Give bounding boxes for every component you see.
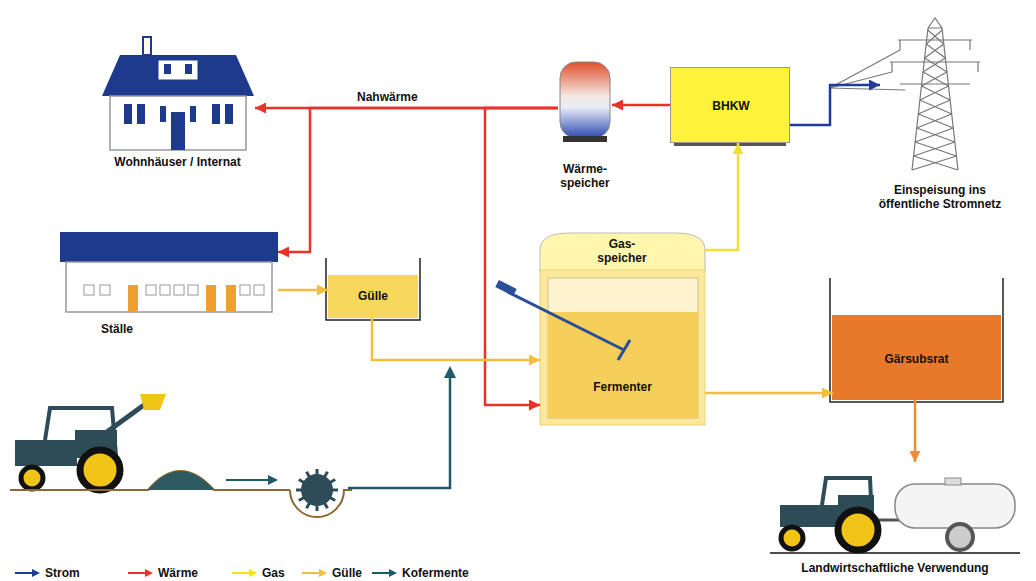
- fermenter-vessel: [540, 233, 705, 425]
- flow-connector: [705, 143, 738, 250]
- node-label: Wärme- speicher: [553, 162, 617, 190]
- pylon-brace: [921, 86, 950, 100]
- pylon-brace: [925, 44, 944, 58]
- gas-storage-dome: Gas- speicher: [540, 233, 705, 270]
- flow-connector: [790, 85, 880, 125]
- house-node: Wohnhäuser / Internat: [100, 35, 255, 150]
- pylon-brace: [918, 114, 953, 128]
- legend-item: Gülle: [302, 566, 362, 580]
- stirrer: [495, 280, 630, 360]
- power-pylon: [830, 18, 980, 170]
- shredder-tooth: [329, 497, 335, 501]
- digestate-tank-box: Gärsubsrat: [833, 280, 1000, 400]
- legend: Strom Wärme Gas Gülle Kofermente: [0, 566, 1036, 581]
- flow-connector: [705, 392, 833, 395]
- shredder-tooth: [331, 489, 338, 492]
- shredder-tooth: [329, 480, 335, 484]
- legend-label: Gülle: [332, 566, 362, 580]
- heat-storage-node: Wärme- speicher: [558, 62, 612, 142]
- house-illustration: [102, 37, 254, 150]
- pylon-brace: [923, 72, 948, 86]
- shredder-tooth: [299, 480, 305, 484]
- text-block: Wärme- speicher: [553, 162, 617, 190]
- text-block: Gärsubsrat: [833, 352, 1000, 366]
- ground-pile-shredder: [10, 366, 456, 517]
- shredder-tooth: [296, 489, 303, 492]
- shredder-tooth: [324, 502, 328, 508]
- shredder-tooth: [316, 469, 319, 476]
- shredder-tooth: [307, 502, 311, 508]
- legend-item: Wärme: [128, 566, 198, 580]
- shredder-tooth: [307, 472, 311, 478]
- node-label: BHKW: [671, 99, 791, 113]
- slurry-tank: [326, 258, 420, 320]
- chp-box: BHKW: [670, 67, 790, 143]
- pylon-brace: [928, 30, 944, 44]
- pylon-brace: [914, 156, 958, 170]
- front-loader-tractor: [15, 394, 166, 490]
- node-label: Gärsubsrat: [833, 352, 1000, 366]
- shredder-tooth: [324, 472, 328, 478]
- pylon-brace: [923, 58, 945, 72]
- flow-connector: [278, 289, 328, 292]
- pylon-brace: [915, 142, 956, 156]
- grid-feed-node: Einspeisung ins öffentliche Stromnetz: [880, 15, 1000, 175]
- legend-swatch: [372, 568, 398, 578]
- slurry-tank-box: Gülle: [328, 262, 418, 318]
- text-block: BHKW: [671, 99, 791, 113]
- legend-swatch: [15, 568, 41, 578]
- legend-swatch: [128, 568, 154, 578]
- heat-storage-tank: [560, 62, 610, 142]
- barn-node: Ställe: [60, 232, 278, 315]
- node-label: Gülle: [328, 289, 418, 303]
- pylon-brace: [926, 44, 945, 58]
- legend-item: Gas: [232, 566, 285, 580]
- pylon-brace: [917, 128, 955, 142]
- text-block: Gülle: [328, 289, 418, 303]
- flow-connector: [612, 104, 670, 107]
- shredder-tooth: [299, 497, 305, 501]
- slurry-tanker-tractor: [770, 478, 1020, 553]
- legend-label: Strom: [45, 566, 80, 580]
- text-block: Ställe: [87, 322, 147, 336]
- legend-item: Kofermente: [372, 566, 469, 580]
- node-label: Wohnhäuser / Internat: [80, 155, 275, 169]
- pylon-brace: [920, 86, 949, 100]
- text-block: Gas- speicher: [592, 237, 652, 265]
- shredder-drum: [301, 474, 333, 506]
- digestate-tank: [830, 278, 1003, 402]
- node-label: Gas- speicher: [592, 237, 652, 265]
- legend-label: Kofermente: [402, 566, 469, 580]
- node-label: Landwirtschaftliche Verwendung: [770, 561, 1020, 575]
- flow-connector: [372, 318, 540, 360]
- legend-item: Strom: [15, 566, 80, 580]
- text-block: Wohnhäuser / Internat: [80, 155, 275, 169]
- pylon-brace: [918, 100, 950, 114]
- node-label: Einspeisung ins öffentliche Stromnetz: [865, 183, 1015, 211]
- flow-connector: [278, 108, 558, 252]
- text-block: Fermenter: [540, 380, 705, 394]
- edge-label: Nahwärme: [355, 90, 420, 104]
- pylon-brace: [921, 72, 946, 86]
- node-label: Ställe: [87, 322, 147, 336]
- legend-swatch: [302, 568, 328, 578]
- barn-illustration: [60, 232, 278, 312]
- flow-connector: [914, 400, 917, 462]
- node-label: Fermenter: [540, 380, 705, 394]
- field-use-node: Landwirtschaftliche Verwendung: [770, 462, 1020, 553]
- legend-label: Gas: [262, 566, 285, 580]
- pylon-brace: [925, 58, 947, 72]
- text-block: Landwirtschaftliche Verwendung: [770, 561, 1020, 575]
- fermenter-box: Fermenter: [540, 270, 705, 425]
- legend-swatch: [232, 568, 258, 578]
- shredder-tooth: [316, 504, 319, 511]
- legend-label: Wärme: [158, 566, 198, 580]
- pylon-brace: [926, 30, 942, 44]
- pylon-brace: [920, 100, 952, 114]
- text-block: Einspeisung ins öffentliche Stromnetz: [865, 183, 1015, 211]
